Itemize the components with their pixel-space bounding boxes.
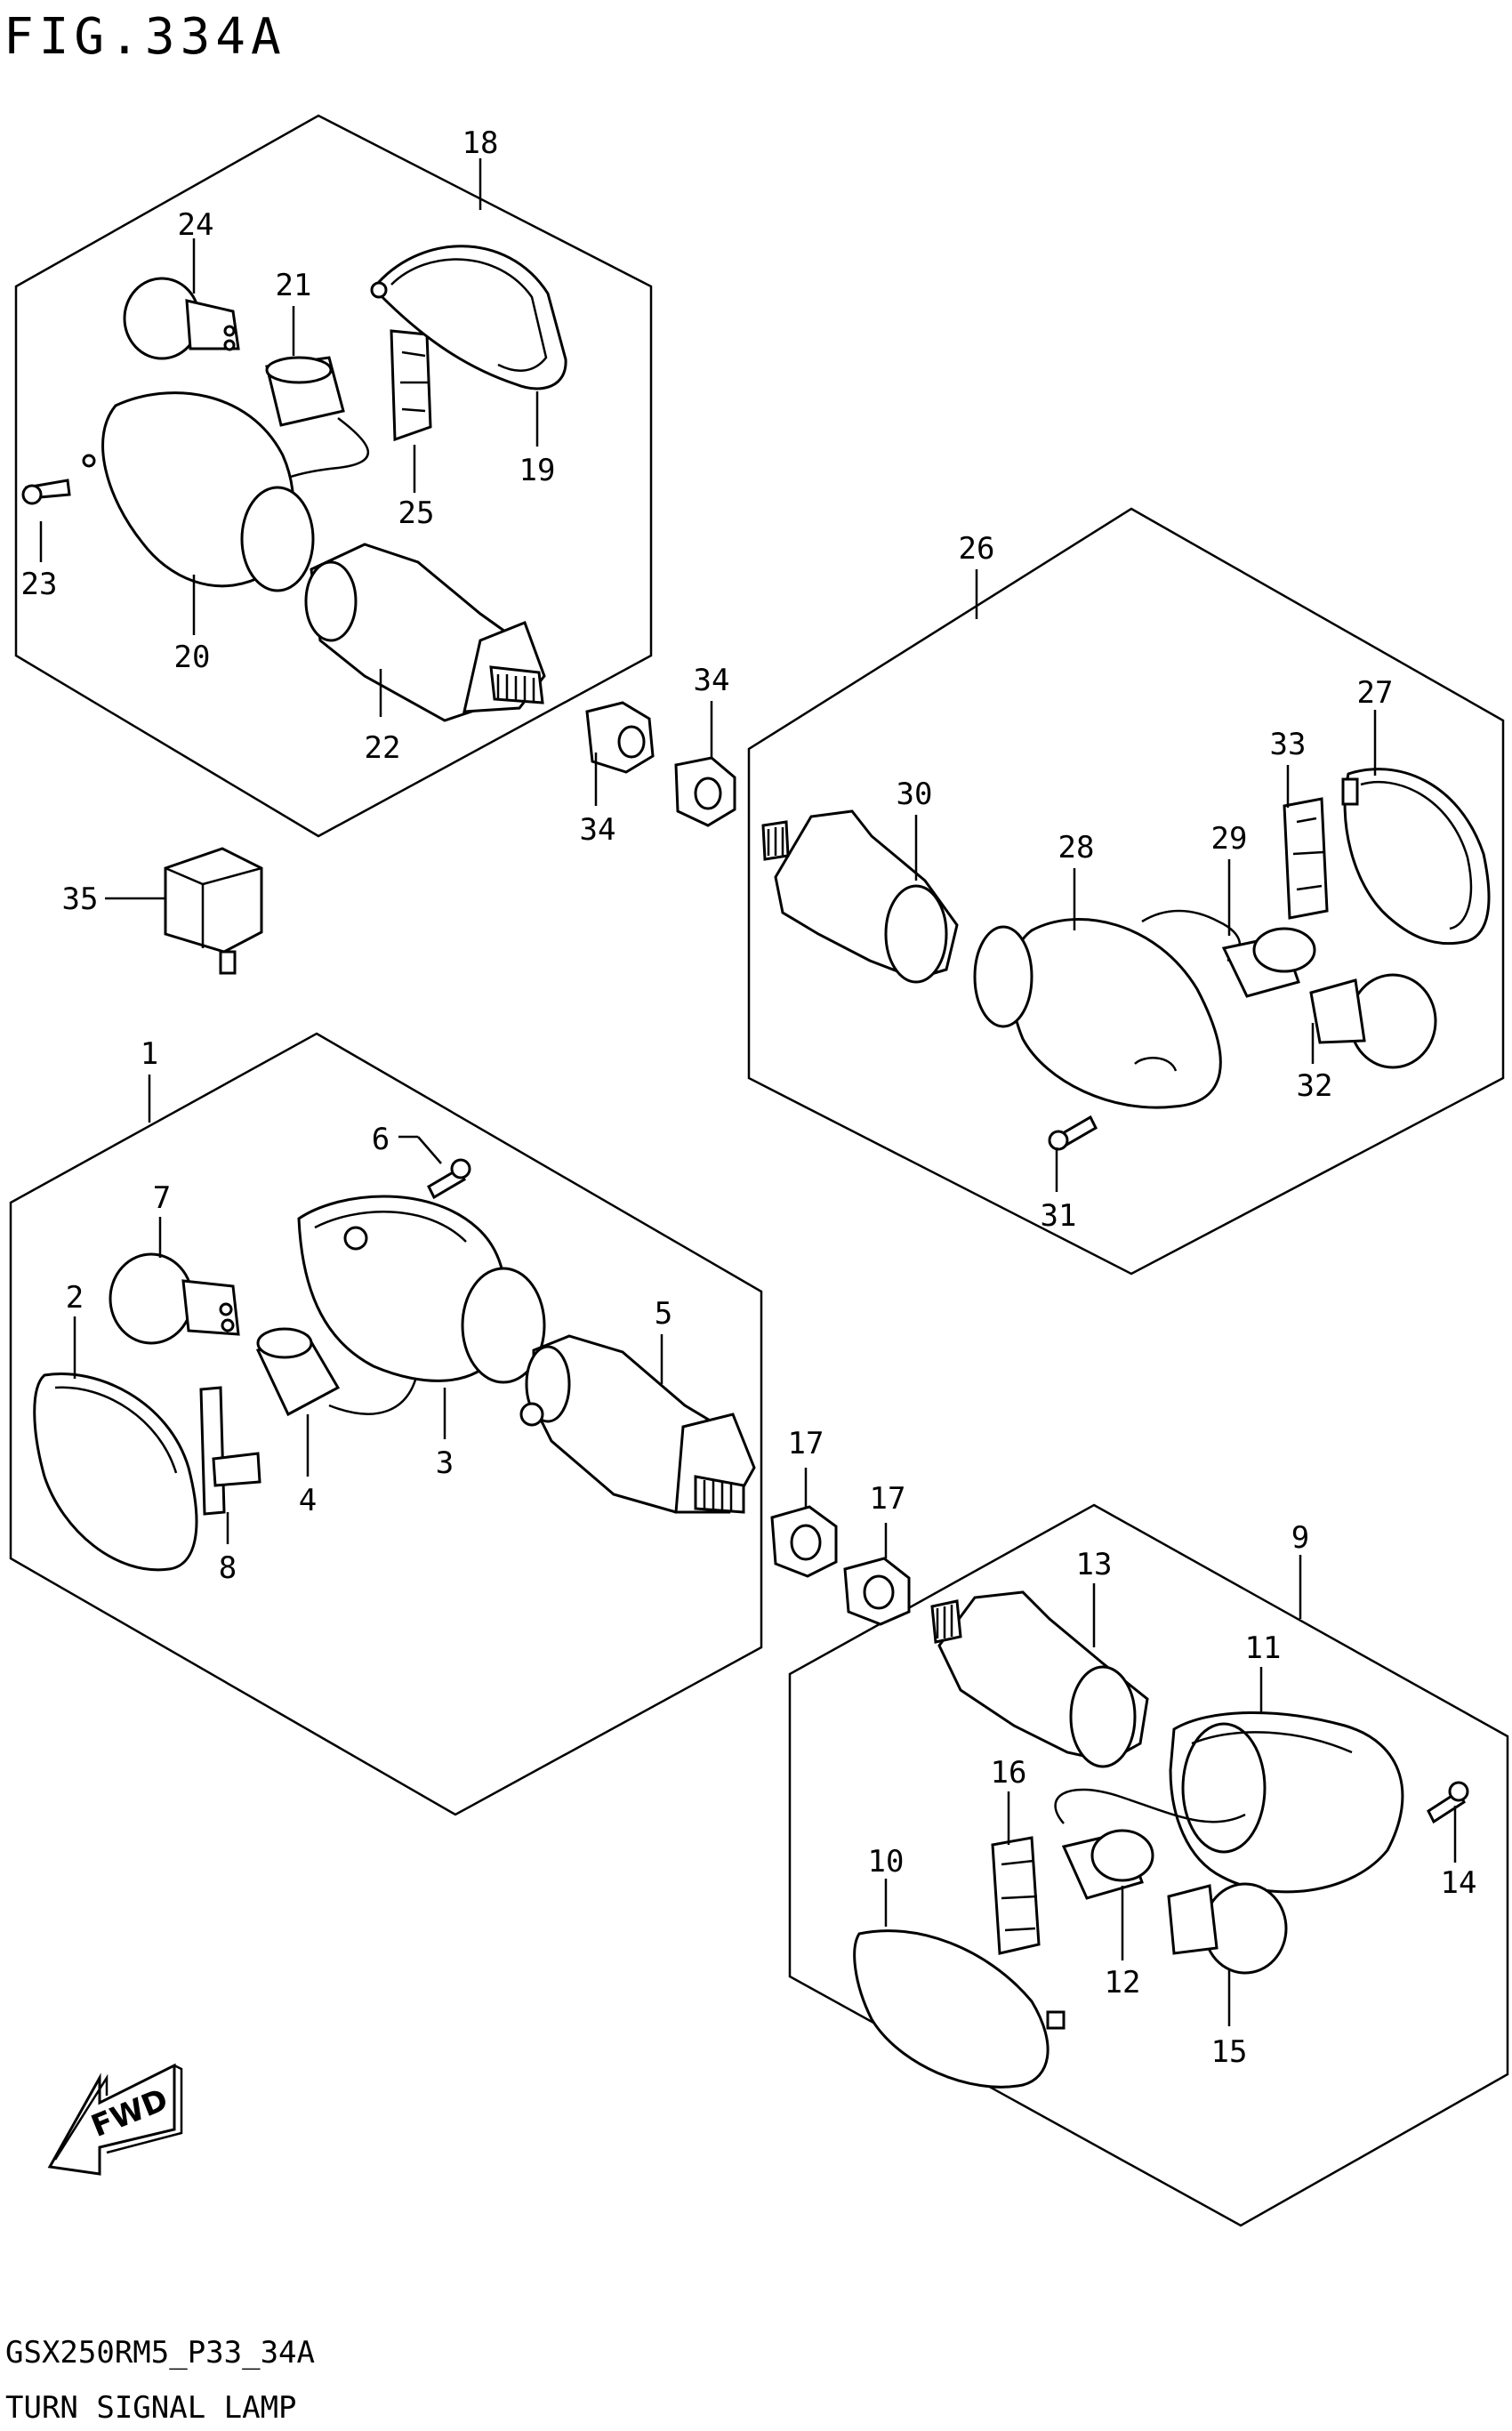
stem-5 (519, 1334, 756, 1514)
lens-2 (33, 1372, 198, 1572)
housing-20 (82, 391, 315, 592)
clip-8 (199, 1386, 261, 1516)
part-label-7: 7 (153, 1180, 171, 1216)
part-label-34b: 34 (580, 812, 616, 848)
clip-25 (390, 329, 432, 442)
figure-caption: TURN SIGNAL LAMP (5, 2390, 297, 2426)
part-label-15: 15 (1211, 2034, 1248, 2070)
stem-13 (930, 1590, 1149, 1768)
part-label-21: 21 (276, 268, 312, 303)
assembly-box-26 (747, 507, 1505, 1276)
screw-31 (1048, 1115, 1098, 1151)
wire-9 (1054, 1788, 1246, 1824)
bulb-32 (1309, 973, 1437, 1069)
screw-14 (1427, 1781, 1469, 1824)
socket-29 (1221, 927, 1316, 998)
stem-30 (761, 809, 959, 984)
part-label-33: 33 (1270, 727, 1307, 762)
part-label-25: 25 (398, 495, 435, 531)
part-label-32: 32 (1297, 1068, 1333, 1104)
clip-16 (991, 1836, 1041, 1955)
lens-19 (370, 245, 567, 390)
part-label-5: 5 (655, 1296, 672, 1332)
part-label-18: 18 (462, 125, 499, 161)
part-label-8: 8 (219, 1550, 237, 1586)
part-label-26: 26 (959, 531, 995, 567)
part-label-30: 30 (897, 777, 933, 812)
part-label-28: 28 (1058, 830, 1095, 865)
nut-17a (770, 1505, 838, 1578)
part-label-31: 31 (1041, 1198, 1077, 1234)
bulb-24 (123, 277, 240, 360)
relay-35 (164, 847, 263, 975)
assembly-box-1 (9, 1032, 763, 1816)
model-code: GSX250RM5_P33_34A (5, 2335, 315, 2371)
part-label-17a: 17 (788, 1426, 824, 1461)
assembly-box-18 (14, 114, 653, 838)
fwd-arrow: FWD (47, 2063, 183, 2176)
housing-11 (1169, 1711, 1404, 1894)
part-label-23: 23 (21, 567, 58, 602)
lens-10 (853, 1929, 1066, 2089)
part-label-11: 11 (1245, 1630, 1282, 1666)
part-label-16: 16 (991, 1755, 1027, 1791)
clip-33 (1283, 797, 1329, 920)
part-label-10: 10 (868, 1844, 905, 1880)
screw-6 (427, 1158, 471, 1200)
socket-12 (1061, 1829, 1154, 1900)
screw-23 (21, 479, 71, 505)
bulb-15 (1167, 1882, 1288, 1975)
housing-3 (297, 1195, 546, 1384)
part-label-35: 35 (62, 881, 99, 917)
part-label-13: 13 (1076, 1547, 1113, 1582)
lens-27 (1341, 768, 1491, 946)
part-label-1: 1 (141, 1036, 158, 1072)
part-label-22: 22 (365, 730, 401, 766)
part-label-2: 2 (66, 1280, 84, 1316)
part-label-17b: 17 (870, 1481, 906, 1517)
figure-title: FIG.334A (4, 8, 286, 66)
part-label-29: 29 (1211, 821, 1248, 857)
part-label-24: 24 (178, 207, 214, 243)
part-label-14: 14 (1441, 1865, 1477, 1901)
nut-34a (585, 701, 655, 774)
stem-22 (304, 543, 546, 722)
part-label-20: 20 (174, 640, 211, 675)
nut-34b (674, 756, 736, 827)
housing-28 (973, 909, 1242, 1109)
leader-lines (39, 158, 1457, 2026)
part-label-12: 12 (1105, 1965, 1141, 2000)
nut-17b (843, 1557, 911, 1626)
part-label-3: 3 (436, 1445, 454, 1481)
part-label-6: 6 (372, 1122, 390, 1157)
part-labels: 18 24 21 19 25 23 20 22 34 34 35 26 27 3… (21, 125, 1477, 2070)
part-label-4: 4 (299, 1483, 317, 1518)
part-label-27: 27 (1357, 675, 1394, 711)
bulb-7 (109, 1252, 240, 1345)
assembly-box-9 (788, 1503, 1509, 2227)
part-label-34a: 34 (694, 663, 730, 698)
part-label-9: 9 (1291, 1520, 1309, 1556)
part-label-19: 19 (519, 453, 556, 488)
